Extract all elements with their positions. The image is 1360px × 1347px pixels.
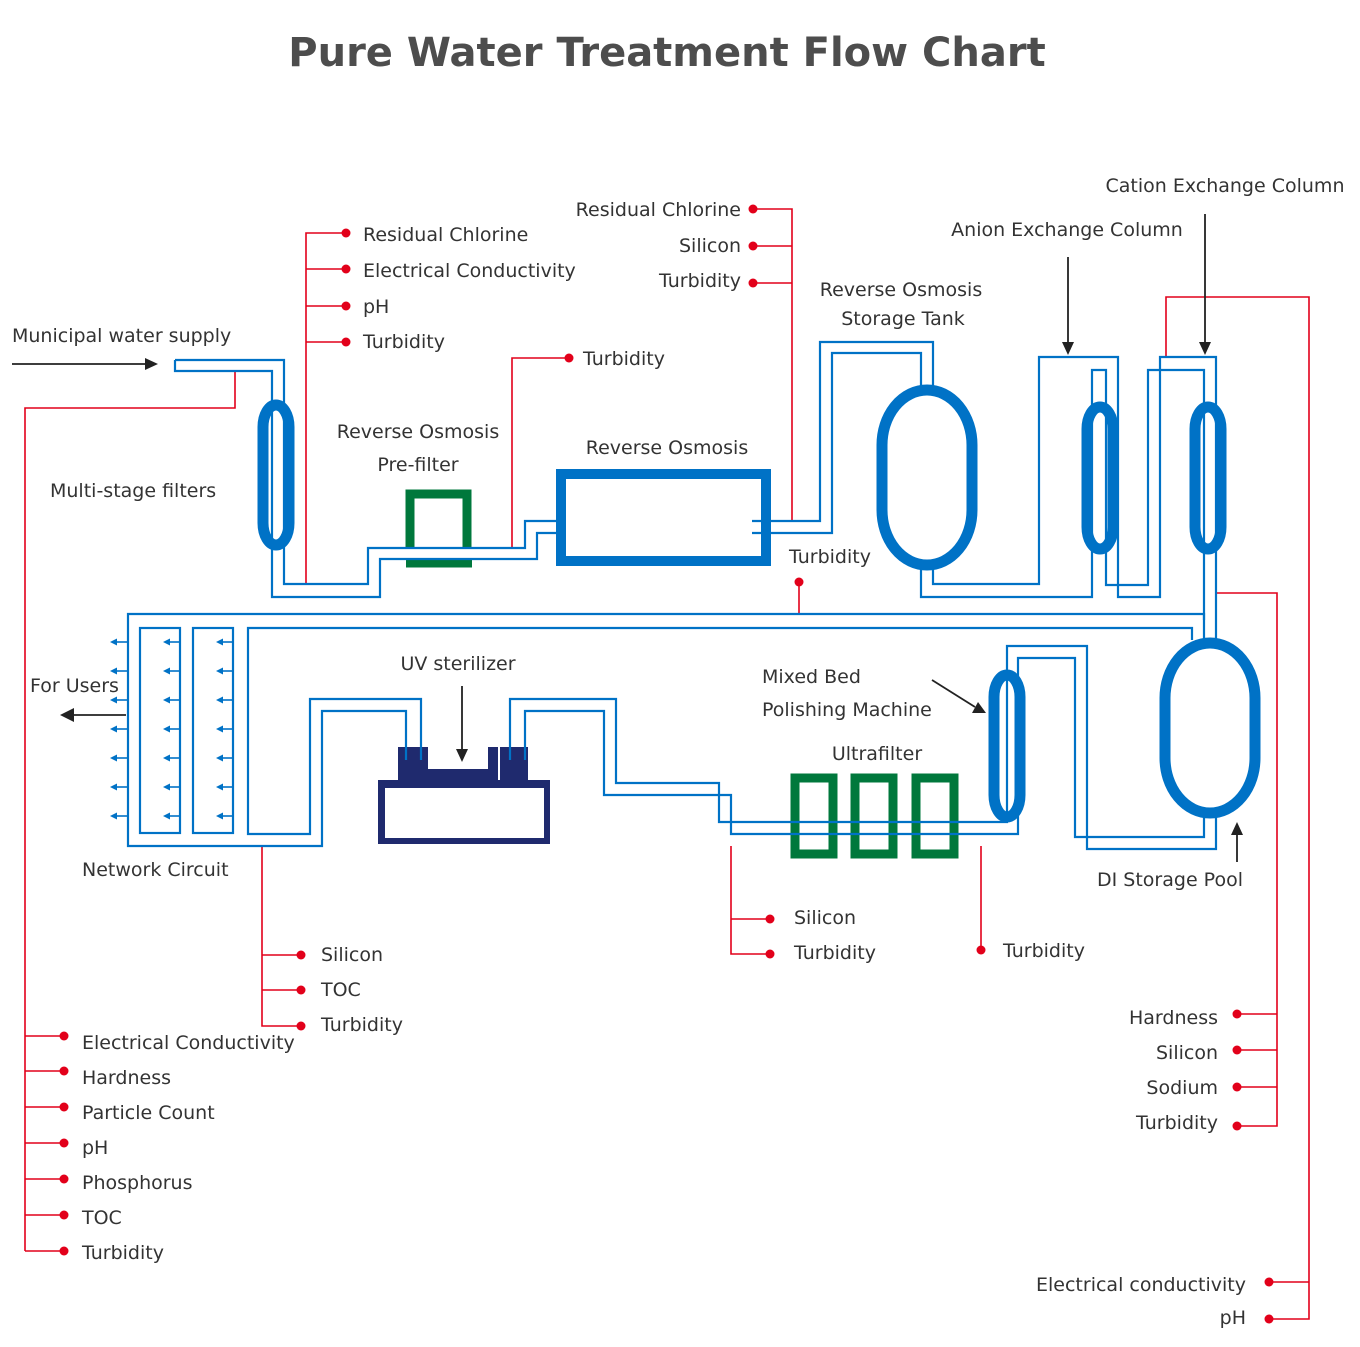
monitor-label: Residual Chlorine <box>576 199 741 221</box>
distribution-arrow-icon <box>163 783 170 791</box>
anion-pointer-arrow-icon <box>1062 342 1074 355</box>
distribution-arrow-icon <box>163 725 170 733</box>
monitor-label: Residual Chlorine <box>363 224 528 246</box>
monitor-label: Electrical conductivity <box>1036 1274 1246 1296</box>
monitor-line-after-multistage <box>305 232 345 584</box>
distribution-arrow-icon <box>110 754 117 762</box>
distribution-arrow-icon <box>110 725 117 733</box>
monitor-label: TOC <box>320 979 361 1001</box>
label-cation-column: Cation Exchange Column <box>1106 175 1345 197</box>
monitor-label: Turbidity <box>1135 1112 1218 1134</box>
chart-title: Pure Water Treatment Flow Chart <box>288 30 1045 76</box>
monitor-label: Electrical Conductivity <box>82 1032 295 1054</box>
distribution-arrow-icon <box>216 696 223 704</box>
label-uv-sterilizer: UV sterilizer <box>400 653 515 675</box>
for-users-arrow-icon <box>60 708 74 722</box>
monitor-label: Turbidity <box>788 546 871 568</box>
monitor-label: Turbidity <box>81 1242 164 1264</box>
label-for-users: For Users <box>30 675 119 697</box>
monitor-label: Turbidity <box>1002 940 1085 962</box>
monitor-line-before-ultrafilter <box>730 846 769 955</box>
monitor-label: pH <box>1220 1307 1246 1329</box>
reverse-osmosis-module <box>556 469 771 566</box>
label-di-storage-pool: DI Storage Pool <box>1097 869 1243 891</box>
label-multi-stage-filters: Multi-stage filters <box>50 480 216 502</box>
distribution-arrows <box>110 638 233 820</box>
distribution-arrow-icon <box>110 812 117 820</box>
di-storage-pool <box>1159 637 1261 819</box>
uv-pointer-arrow-icon <box>456 749 468 762</box>
monitor-label: TOC <box>81 1207 122 1229</box>
uv-sterilizer-unit <box>378 747 550 844</box>
label-ro-storage-2: Storage Tank <box>841 308 965 330</box>
label-reverse-osmosis: Reverse Osmosis <box>586 437 748 459</box>
label-ro-storage-1: Reverse Osmosis <box>820 279 982 301</box>
monitor-label: Particle Count <box>82 1102 215 1124</box>
monitor-label: Hardness <box>1129 1007 1218 1029</box>
monitor-line-after-ro <box>754 208 793 521</box>
ro-storage-tank <box>876 384 978 571</box>
monitor-dots <box>59 204 1274 1324</box>
distribution-arrow-icon <box>110 696 117 704</box>
pipe-network <box>126 340 1218 851</box>
monitor-label: pH <box>82 1137 108 1159</box>
distribution-arrow-icon <box>163 667 170 675</box>
municipal-inflow-arrow-icon <box>145 358 158 370</box>
anion-exchange-column <box>1081 401 1119 555</box>
label-anion-column: Anion Exchange Column <box>951 219 1183 241</box>
monitor-label: Electrical Conductivity <box>363 260 576 282</box>
distribution-arrow-icon <box>216 638 223 646</box>
distribution-arrow-icon <box>110 783 117 791</box>
mixed-bed-pointer-arrow-icon <box>972 702 986 713</box>
monitor-label: pH <box>363 296 389 318</box>
distribution-arrow-icon <box>110 638 117 646</box>
monitor-label: Phosphorus <box>82 1172 193 1194</box>
monitor-line-di-outlet <box>1216 592 1278 1127</box>
label-network-circuit: Network Circuit <box>82 859 229 881</box>
ultrafilter-units <box>790 773 959 859</box>
monitor-line-network-return <box>261 846 300 1027</box>
monitor-label: Silicon <box>794 907 856 929</box>
distribution-arrow-icon <box>163 696 170 704</box>
component-labels: Municipal water supply Multi-stage filte… <box>12 175 1344 891</box>
label-ro-prefilter-2: Pre-filter <box>377 454 458 476</box>
monitor-label: Turbidity <box>793 942 876 964</box>
multi-stage-filter-vessel <box>257 399 295 551</box>
distribution-arrow-icon <box>216 812 223 820</box>
distribution-arrow-icon <box>216 783 223 791</box>
label-ultrafilter: Ultrafilter <box>832 743 922 765</box>
monitor-label: Turbidity <box>582 348 665 370</box>
monitor-label: Silicon <box>321 944 383 966</box>
monitor-line-cation-outlet <box>1165 296 1310 1320</box>
label-ro-prefilter-1: Reverse Osmosis <box>337 421 499 443</box>
label-mixed-bed-1: Mixed Bed <box>762 666 861 688</box>
di-pool-pointer-arrow-icon <box>1231 822 1243 835</box>
distribution-arrow-icon <box>110 667 117 675</box>
distribution-arrow-icon <box>216 754 223 762</box>
monitor-label: Turbidity <box>320 1014 403 1036</box>
label-mixed-bed-2: Polishing Machine <box>762 699 932 721</box>
monitor-label: Sodium <box>1146 1077 1218 1099</box>
distribution-arrow-icon <box>216 667 223 675</box>
monitor-label: Turbidity <box>658 270 741 292</box>
monitor-label: Turbidity <box>362 331 445 353</box>
monitor-labels: Residual Chlorine Electrical Conductivit… <box>81 199 1246 1329</box>
monitor-line-municipal-inlet <box>24 371 236 1251</box>
cation-exchange-column <box>1189 401 1227 555</box>
label-municipal-supply: Municipal water supply <box>12 325 231 347</box>
monitor-label: Hardness <box>82 1067 171 1089</box>
distribution-arrow-icon <box>163 638 170 646</box>
ro-prefilter-unit <box>405 489 472 568</box>
distribution-arrow-icon <box>163 812 170 820</box>
annotation-arrows <box>12 214 1243 862</box>
monitor-line-after-prefilter <box>511 357 568 548</box>
distribution-arrow-icon <box>216 725 223 733</box>
cation-pointer-arrow-icon <box>1199 342 1211 355</box>
distribution-arrow-icon <box>163 754 170 762</box>
monitor-label: Silicon <box>679 235 741 257</box>
monitor-label: Silicon <box>1156 1042 1218 1064</box>
monitoring-lines <box>24 208 1310 1320</box>
